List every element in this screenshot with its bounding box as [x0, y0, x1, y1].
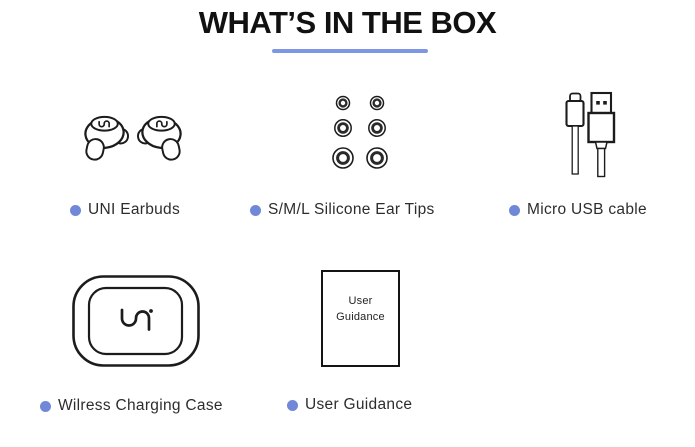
label-silicone-ear-tips: S/M/L Silicone Ear Tips: [250, 201, 435, 219]
page-title: WHAT’S IN THE BOX: [198, 5, 497, 40]
label-uni-earbuds: UNI Earbuds: [70, 201, 180, 219]
user-guidance-booklet: User Guidance: [321, 270, 400, 367]
charging-case-icon: [72, 275, 200, 367]
bullet-dot-icon: [70, 204, 81, 216]
bullet-dot-icon: [509, 204, 520, 216]
label-text: Micro USB cable: [527, 201, 647, 218]
micro-usb-cable-icon: [565, 91, 616, 178]
label-text: S/M/L Silicone Ear Tips: [268, 201, 435, 218]
label-text: Wilress Charging Case: [58, 397, 223, 414]
earbuds-icon: [82, 115, 184, 163]
bullet-dot-icon: [287, 399, 298, 411]
booklet-text-line2: Guidance: [336, 310, 385, 323]
bullet-dot-icon: [250, 204, 261, 216]
label-charging-case: Wilress Charging Case: [40, 397, 223, 415]
label-micro-usb-cable: Micro USB cable: [509, 201, 647, 219]
label-user-guidance: User Guidance: [287, 396, 412, 414]
label-text: User Guidance: [305, 396, 413, 413]
label-text: UNI Earbuds: [88, 201, 181, 218]
bullet-dot-icon: [40, 400, 51, 412]
title-underline: [272, 49, 428, 53]
booklet-text-line1: User: [348, 295, 373, 307]
ear-tips-icon: [332, 95, 388, 169]
